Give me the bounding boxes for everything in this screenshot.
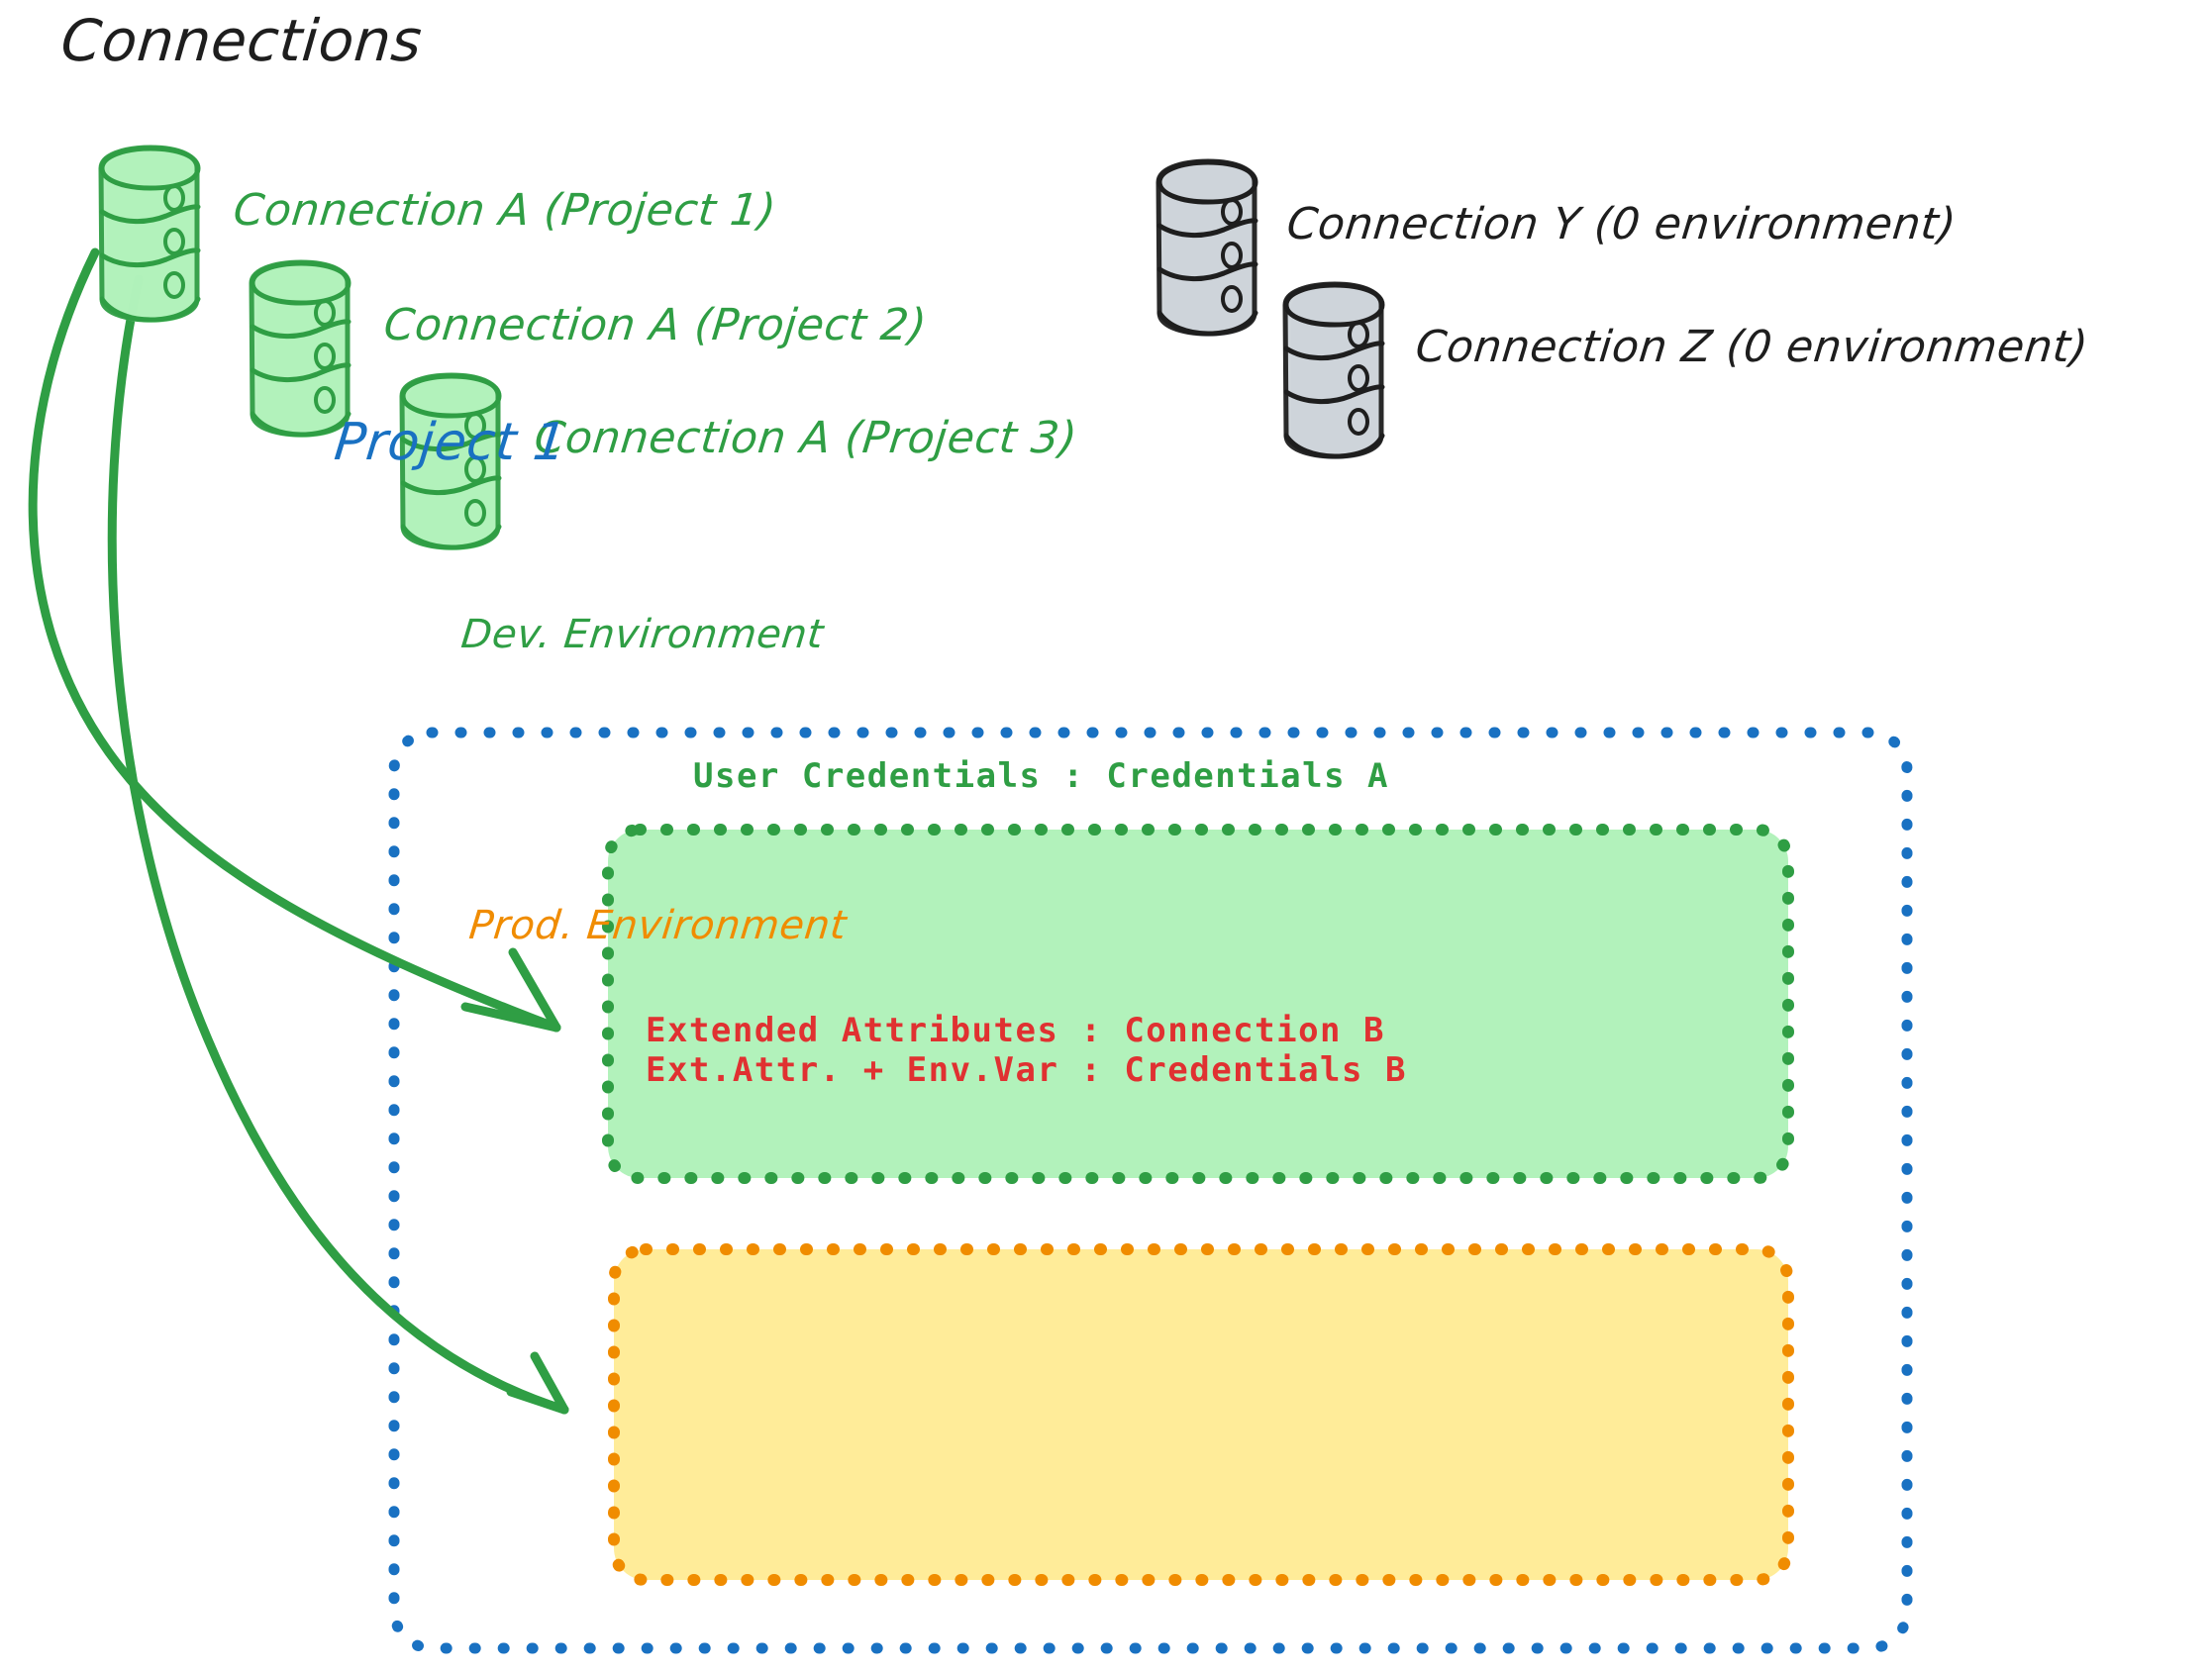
connection-label-a-project-1: Connection A (Project 1) [231, 185, 779, 236]
database-icon-connection-z [1282, 281, 1385, 459]
connection-label-z: Connection Z (0 environment) [1413, 322, 2091, 372]
database-icon-connection-y [1156, 158, 1258, 337]
arrow-to-dev-environment [28, 247, 561, 1033]
project-1-container [388, 727, 1913, 1654]
database-icon-connection-a-project-1 [98, 145, 201, 323]
connection-label-y: Connection Y (0 environment) [1284, 199, 1960, 249]
dev-environment-detail-user-credentials: User Credentials : Credentials A [693, 756, 1390, 796]
prod-environment-title: Prod. Environment [466, 903, 850, 948]
prod-environment-detail-ext-attr-env-var: Ext.Attr. + Env.Var : Credentials B [646, 1050, 1407, 1090]
prod-environment-box[interactable] [608, 1243, 1794, 1586]
connection-label-a-project-2: Connection A (Project 2) [381, 300, 930, 350]
project-title: Project 1 [331, 413, 570, 472]
prod-environment-detail-extended-attributes: Extended Attributes : Connection B [646, 1011, 1385, 1050]
database-icon-connection-a-project-2 [249, 259, 352, 438]
database-icon-connection-a-project-3 [399, 372, 502, 550]
dev-environment-title: Dev. Environment [458, 612, 826, 657]
connection-label-a-project-3: Connection A (Project 3) [532, 413, 1080, 463]
page-title: Connections [58, 7, 425, 74]
arrow-to-prod-environment [107, 274, 569, 1415]
dev-environment-box[interactable] [602, 824, 1794, 1184]
